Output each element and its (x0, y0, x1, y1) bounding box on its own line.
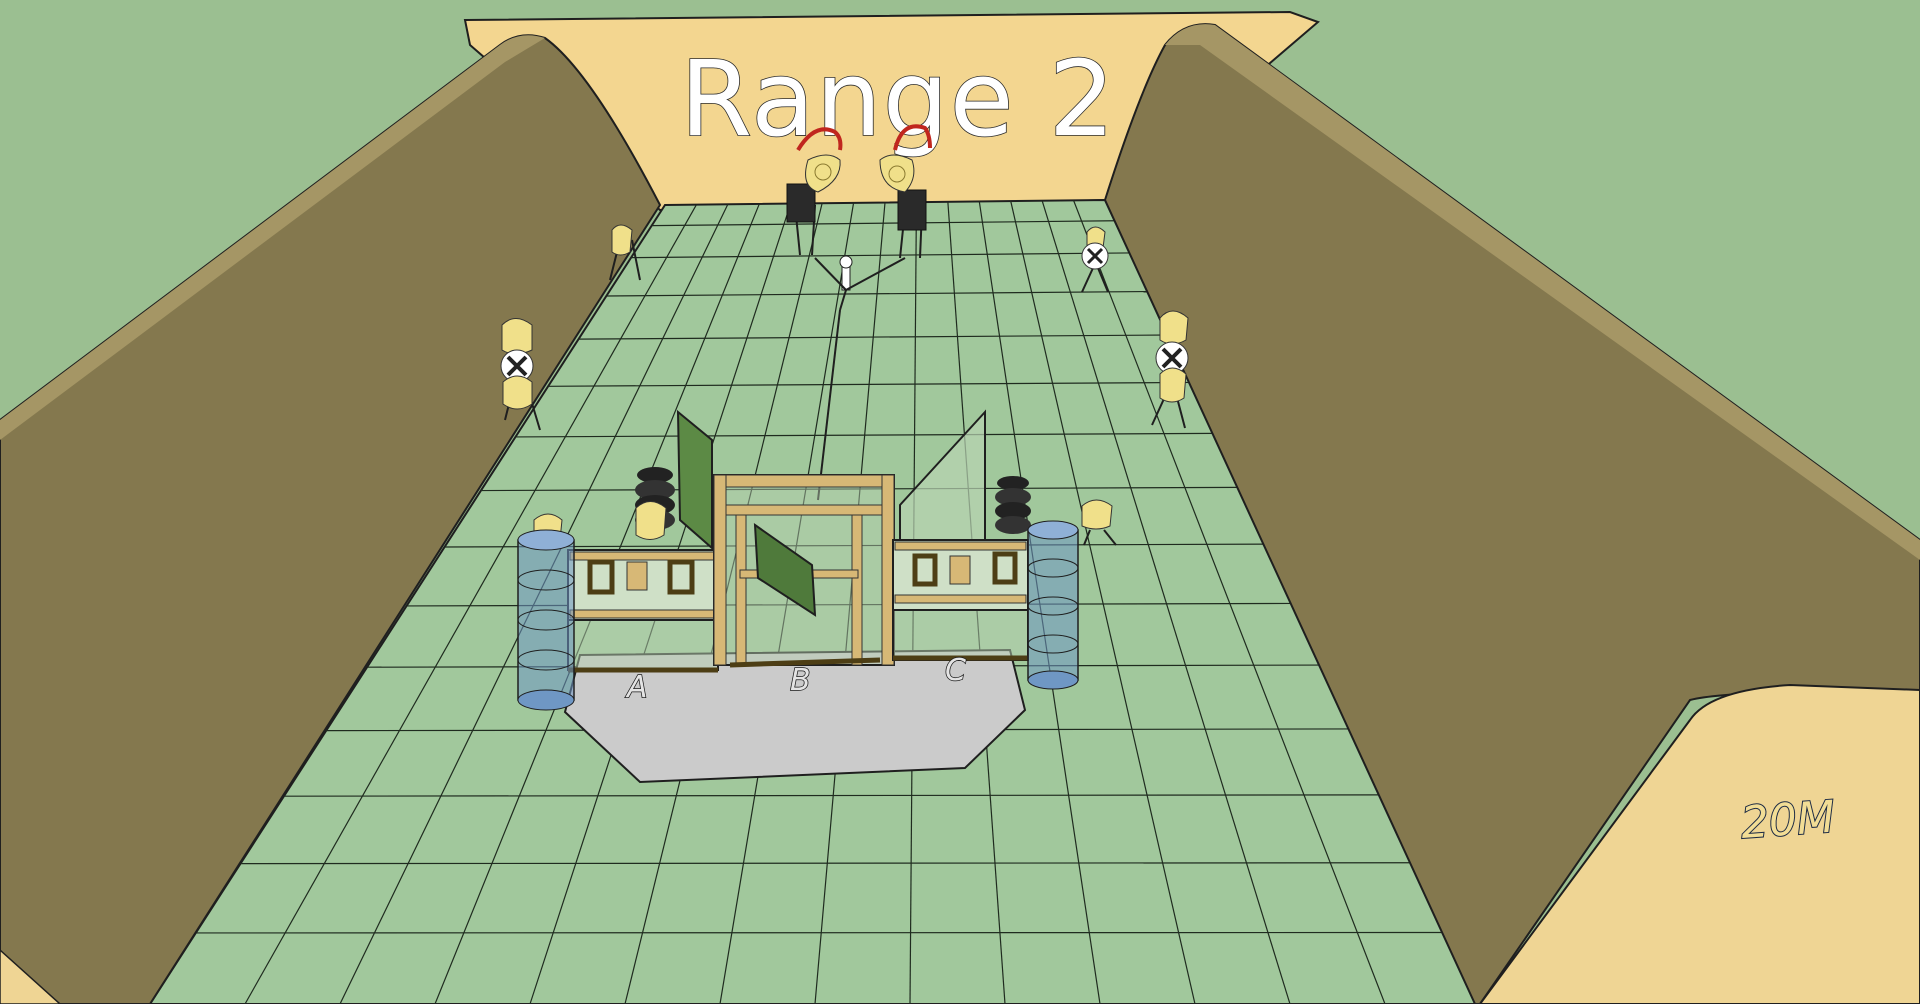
left-window-frame (568, 550, 718, 670)
right-window-frame (893, 540, 1028, 660)
shooting-position-a: A (625, 670, 648, 705)
center-door-frame (714, 475, 894, 665)
distance-label: 20M (1739, 792, 1836, 849)
shooting-position-c: C (945, 653, 966, 688)
barrel-stack (518, 530, 574, 710)
tire-stack (995, 476, 1031, 534)
shooting-position-b: B (790, 663, 811, 698)
steel-popper-target (636, 502, 666, 540)
barrel-stack (1028, 521, 1078, 689)
